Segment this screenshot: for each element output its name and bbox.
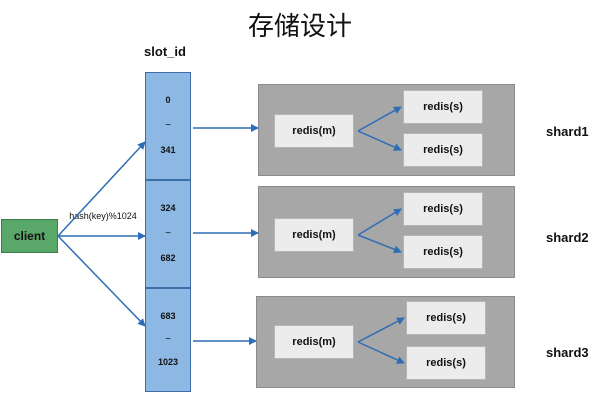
slot-column: 0 ~ 341 324 ~ 682 683 ~ 1023	[145, 72, 193, 392]
shard-2-slave-node-1: redis(s)	[403, 192, 483, 226]
slot-range-2: 324 ~ 682	[145, 180, 191, 288]
slot-id-label: slot_id	[144, 44, 186, 59]
arrow-client-to-slot-3	[57, 235, 146, 327]
shard-1-master-node: redis(m)	[274, 114, 354, 148]
client-node: client	[1, 219, 58, 253]
hash-function-label: hash(key)%1024	[69, 211, 137, 221]
slot-range-1: 0 ~ 341	[145, 72, 191, 180]
slot-start: 0	[165, 95, 171, 105]
slot-tilde: ~	[165, 119, 171, 131]
slot-end: 341	[160, 145, 176, 155]
shard-3-slave-node-1: redis(s)	[406, 301, 486, 335]
slot-end: 1023	[157, 357, 179, 367]
shard-2-label: shard2	[546, 230, 589, 245]
diagram-title: 存储设计	[247, 12, 352, 42]
shard-2-slave-node-2: redis(s)	[403, 235, 483, 269]
slot-tilde: ~	[165, 333, 171, 345]
arrow-shard-2-master-to-slave-1	[357, 208, 402, 236]
arrow-shard-1-master-to-slave-2	[357, 130, 402, 151]
slot-end: 682	[160, 253, 176, 263]
shard-1-slave-node-1: redis(s)	[403, 90, 483, 124]
shard-2-master-node: redis(m)	[274, 218, 354, 252]
arrow-client-to-slot-1	[57, 141, 146, 237]
shard-1-label: shard1	[546, 124, 589, 139]
shard-3-slave-node-2: redis(s)	[406, 346, 486, 380]
arrow-shard-3-master-to-slave-2	[357, 341, 405, 364]
arrow-shard-2-master-to-slave-2	[357, 234, 402, 254]
slot-range-3: 683 ~ 1023	[145, 288, 191, 392]
slot-tilde: ~	[165, 227, 171, 239]
arrow-shard-3-master-to-slave-1	[357, 317, 405, 343]
shard-3-label: shard3	[546, 345, 589, 360]
shard-1-slave-node-2: redis(s)	[403, 133, 483, 167]
arrow-shard-1-master-to-slave-1	[357, 106, 402, 132]
shard-3-master-node: redis(m)	[274, 325, 354, 359]
slot-start: 683	[160, 311, 176, 321]
slot-start: 324	[160, 203, 176, 213]
